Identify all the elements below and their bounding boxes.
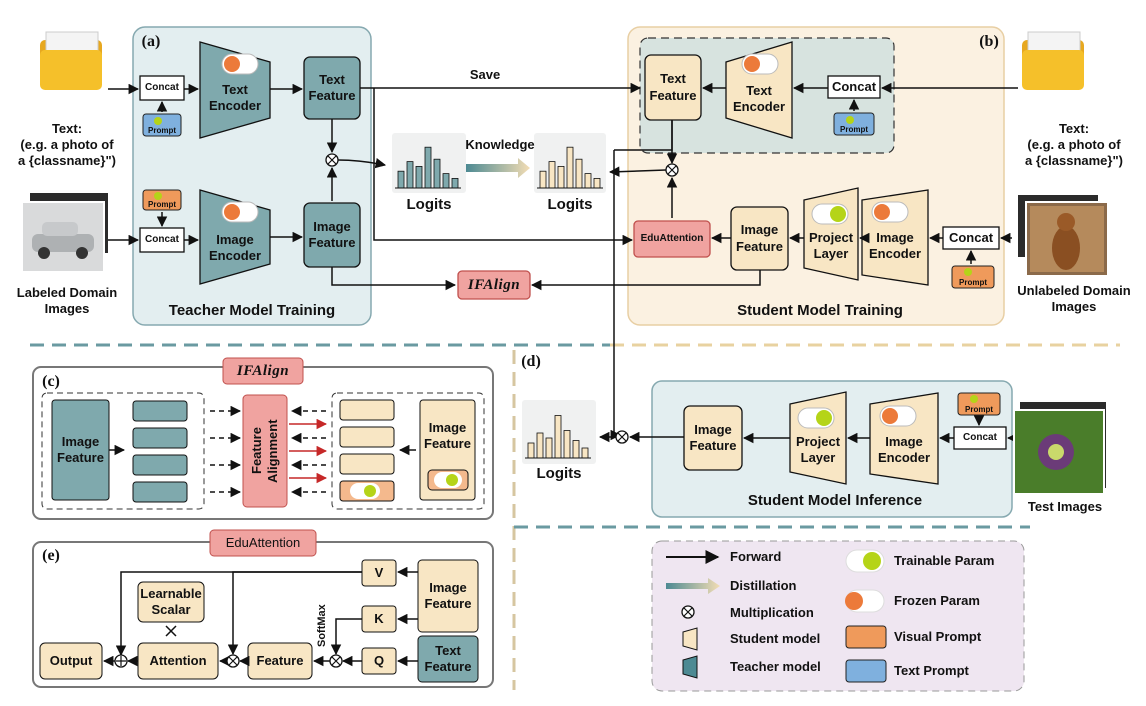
- student-logit-bar: [548, 161, 556, 189]
- inference-logit-bar: [554, 415, 562, 459]
- teacher-logit-bar: [406, 161, 414, 189]
- student-logits-chart: [537, 146, 603, 189]
- teacher-logit-bar: [415, 165, 423, 189]
- inference-logit-bar: [536, 432, 544, 459]
- ifalign-box: [457, 270, 531, 300]
- edu-feature: [247, 642, 313, 680]
- teacher-logits-chart: [395, 146, 461, 189]
- student-logit-bar: [557, 165, 565, 189]
- student-image-prompt: [951, 265, 995, 289]
- student-text-prompt: [833, 112, 875, 136]
- teacher-text-prompt: [142, 113, 182, 137]
- inference-concat: [953, 426, 1007, 450]
- teacher-image-prompt: [142, 189, 182, 211]
- edu-k: [361, 605, 397, 633]
- student-logit-bar: [575, 158, 583, 189]
- inference-logit-bar: [581, 447, 589, 459]
- test-images-icon: [1013, 402, 1106, 495]
- inference-image-feature: [683, 405, 743, 471]
- teacher-logit-bar: [451, 177, 459, 189]
- student-eduattention: [633, 220, 711, 258]
- student-logit-bar: [584, 173, 592, 189]
- teacher-logit-bar: [397, 170, 405, 189]
- inference-logits-chart: [525, 415, 591, 459]
- inference-prompt: [957, 392, 1001, 416]
- teacher-logit-bar: [424, 146, 432, 189]
- ifalign-left-image-feature: [51, 399, 110, 501]
- student-text-folder-icon: [1022, 31, 1084, 90]
- student-project-layer: [803, 187, 859, 281]
- edu-output: [39, 642, 103, 680]
- edu-attention: [137, 642, 219, 680]
- text-folder-icon: [40, 31, 102, 90]
- teacher-text-feature: [303, 56, 361, 120]
- edu-image-feature: [417, 559, 479, 633]
- student-image-concat: [942, 226, 1000, 250]
- edu-q: [361, 647, 397, 675]
- student-text-feature: [644, 54, 702, 121]
- unlabeled-images-icon: [1018, 195, 1109, 277]
- inference-logit-bar: [527, 442, 535, 459]
- teacher-logit-bar: [433, 158, 441, 189]
- edu-v: [361, 559, 397, 587]
- inference-logit-bar: [545, 437, 553, 459]
- inference-logit-bar: [572, 440, 580, 459]
- inference-project-layer: [789, 391, 847, 485]
- edu-learnable-scalar: [137, 581, 205, 623]
- student-logit-bar: [539, 170, 547, 189]
- edu-text-feature: [417, 635, 479, 683]
- teacher-text-concat: [139, 75, 185, 101]
- teacher-image-concat: [139, 227, 185, 253]
- labeled-images-icon: [21, 193, 108, 273]
- student-logit-bar: [593, 177, 601, 189]
- feature-alignment-box: [242, 394, 288, 508]
- legend-panel: [651, 540, 1025, 692]
- teacher-image-feature: [303, 202, 361, 268]
- student-image-feature: [730, 206, 789, 271]
- student-text-concat: [827, 75, 881, 99]
- ifalign-panel-title-box: [222, 357, 304, 385]
- teacher-logit-bar: [442, 173, 450, 189]
- inference-logit-bar: [563, 430, 571, 459]
- student-logit-bar: [566, 146, 574, 189]
- eduattention-panel-title-box: [209, 529, 317, 557]
